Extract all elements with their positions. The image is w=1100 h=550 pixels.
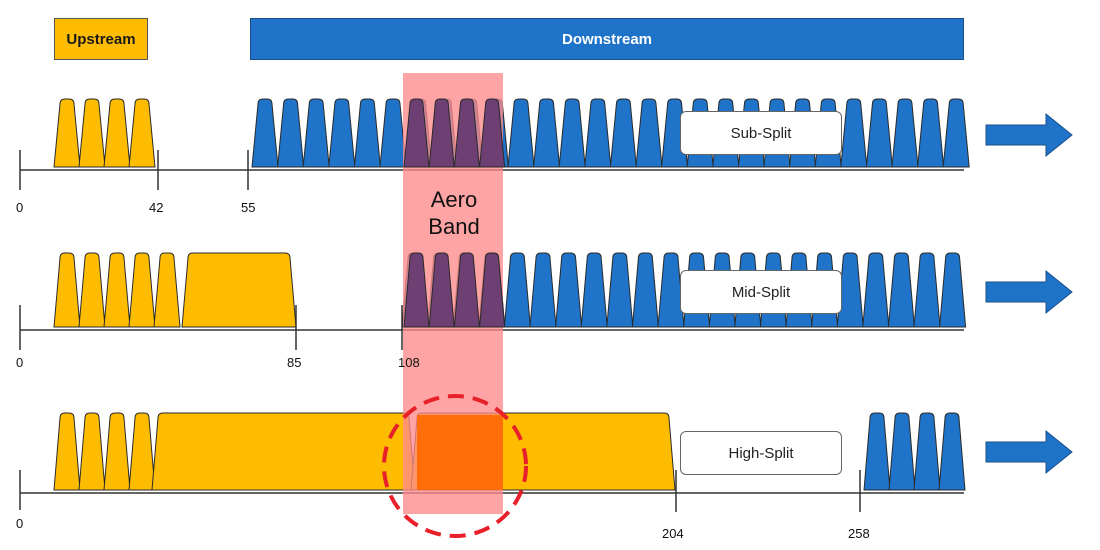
aero-overlap-channel-1-0 bbox=[403, 252, 430, 328]
mid-split-label: Mid-Split bbox=[680, 270, 842, 314]
mid-down-channel-20 bbox=[913, 252, 941, 328]
sub-down-channel-2 bbox=[302, 98, 330, 168]
mid-down-channel-6 bbox=[555, 252, 583, 328]
aero-band-line2: Band bbox=[428, 214, 480, 239]
high-tick-0: 0 bbox=[16, 516, 24, 531]
mid-tick-85: 85 bbox=[287, 355, 302, 370]
high-down-channel-2 bbox=[913, 412, 941, 491]
high-up-channel-3 bbox=[128, 412, 156, 491]
high-up-channel-2 bbox=[103, 412, 131, 491]
high-down-channel-1 bbox=[888, 412, 916, 491]
sub-down-channel-10 bbox=[507, 98, 535, 168]
sub-down-channel-26 bbox=[917, 98, 945, 168]
sub-down-channel-0 bbox=[251, 98, 279, 168]
sub-down-channel-25 bbox=[891, 98, 919, 168]
aero-overlap-channel-1-2 bbox=[453, 252, 480, 328]
high-down-channel-3 bbox=[938, 412, 966, 491]
conflict-area bbox=[417, 415, 503, 490]
mid-up-block bbox=[181, 252, 297, 328]
aero-overlap-channel-1-1 bbox=[428, 252, 455, 328]
sub-down-channel-15 bbox=[635, 98, 663, 168]
downstream-header: Downstream bbox=[250, 18, 964, 60]
mid-up-channel-2 bbox=[103, 252, 131, 328]
sub-down-channel-11 bbox=[533, 98, 561, 168]
mid-down-channel-7 bbox=[580, 252, 608, 328]
sub-up-channel-0 bbox=[53, 98, 81, 168]
right-arrow-icon bbox=[985, 269, 1073, 315]
mid-tick-108: 108 bbox=[398, 355, 420, 370]
aero-overlap-channel-0-0 bbox=[403, 98, 430, 168]
right-arrow-icon bbox=[985, 429, 1073, 475]
mid-down-channel-8 bbox=[606, 252, 634, 328]
aero-overlap-channel-1-3 bbox=[479, 252, 506, 328]
high-tick-258: 258 bbox=[848, 526, 870, 541]
aero-overlap-channel-0-1 bbox=[428, 98, 455, 168]
high-up-channel-1 bbox=[78, 412, 106, 491]
mid-up-channel-4 bbox=[153, 252, 181, 328]
mid-down-channel-17 bbox=[836, 252, 864, 328]
mid-down-channel-5 bbox=[529, 252, 557, 328]
high-tick-204: 204 bbox=[662, 526, 684, 541]
mid-down-channel-10 bbox=[657, 252, 685, 328]
aero-overlap-channel-0-3 bbox=[479, 98, 506, 168]
sub-down-channel-1 bbox=[277, 98, 305, 168]
sub-down-channel-13 bbox=[584, 98, 612, 168]
upstream-header: Upstream bbox=[54, 18, 148, 60]
mid-tick-0: 0 bbox=[16, 355, 24, 370]
aero-overlap-channel-0-2 bbox=[453, 98, 480, 168]
mid-down-channel-18 bbox=[862, 252, 890, 328]
mid-down-channel-9 bbox=[631, 252, 659, 328]
sub-down-channel-27 bbox=[942, 98, 970, 168]
mid-down-channel-21 bbox=[939, 252, 967, 328]
sub-down-channel-4 bbox=[353, 98, 381, 168]
sub-tick-55: 55 bbox=[241, 200, 256, 215]
high-up-channel-0 bbox=[53, 412, 81, 491]
sub-tick-0: 0 bbox=[16, 200, 24, 215]
high-up-block-1 bbox=[151, 412, 416, 491]
sub-split-label: Sub-Split bbox=[680, 111, 842, 155]
sub-up-channel-3 bbox=[128, 98, 156, 168]
aero-band-title: Aero Band bbox=[405, 186, 503, 240]
high-split-label: High-Split bbox=[680, 431, 842, 475]
high-down-channel-0 bbox=[863, 412, 891, 491]
mid-down-channel-4 bbox=[503, 252, 531, 328]
sub-down-channel-14 bbox=[609, 98, 637, 168]
sub-down-channel-12 bbox=[558, 98, 586, 168]
sub-down-channel-24 bbox=[865, 98, 893, 168]
sub-down-channel-23 bbox=[840, 98, 868, 168]
sub-down-channel-3 bbox=[328, 98, 356, 168]
mid-up-channel-1 bbox=[78, 252, 106, 328]
right-arrow-icon bbox=[985, 112, 1073, 158]
mid-up-channel-0 bbox=[53, 252, 81, 328]
mid-down-channel-19 bbox=[887, 252, 915, 328]
sub-up-channel-1 bbox=[78, 98, 106, 168]
aero-band-line1: Aero bbox=[430, 187, 478, 212]
sub-up-channel-2 bbox=[103, 98, 131, 168]
conflict-circle bbox=[382, 394, 528, 538]
mid-up-channel-3 bbox=[128, 252, 156, 328]
sub-down-channel-5 bbox=[379, 98, 407, 168]
sub-tick-42: 42 bbox=[149, 200, 164, 215]
